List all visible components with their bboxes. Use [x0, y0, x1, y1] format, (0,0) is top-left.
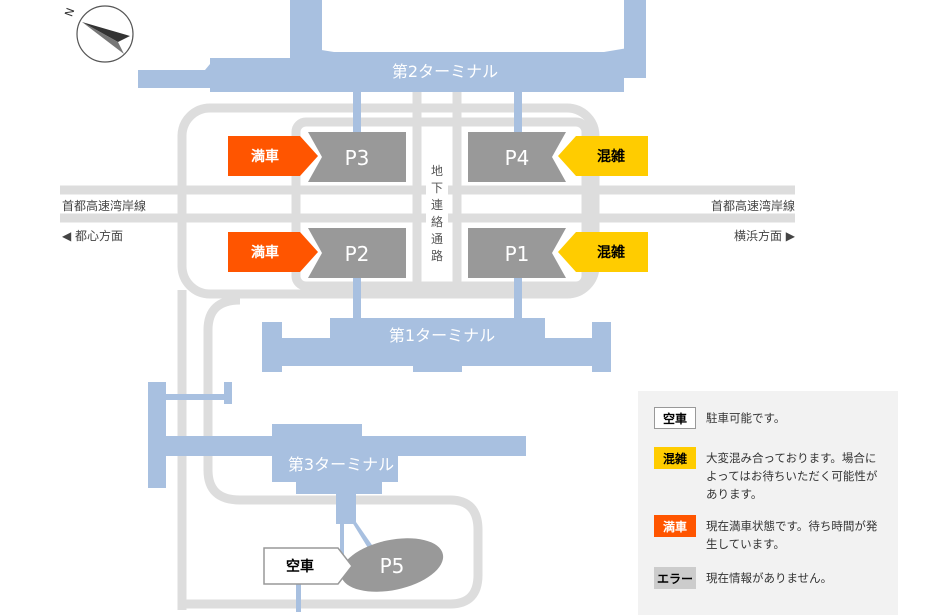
p3-lot-shape[interactable]	[308, 132, 406, 182]
legend-item-error: エラー 現在情報がありません。	[654, 567, 886, 589]
highway-name-left: 首都高速湾岸線	[62, 198, 146, 213]
direction-yokohama-label: 横浜方面 ▶	[734, 228, 796, 243]
passage-char: 通	[431, 232, 443, 246]
compass: N	[62, 5, 134, 63]
passage-char: 絡	[431, 214, 443, 229]
p1-status-text: 混雑	[597, 244, 625, 261]
p3-label: P3	[345, 146, 370, 170]
legend-text-full: 現在満車状態です。待ち時間が発生しています。	[706, 519, 878, 551]
t2-bridge-p3	[353, 92, 361, 132]
parking-p5[interactable]: P5 空車	[263, 530, 448, 601]
inner-loop-road	[291, 117, 591, 291]
direction-tokyo-label: ◀ 都心方面	[62, 228, 123, 243]
legend-badge-busy: 混雑	[654, 447, 696, 469]
p1-status-flag	[558, 232, 648, 272]
p2-label: P2	[345, 242, 370, 266]
passage-label-bg	[426, 160, 448, 260]
compass-needle-light	[82, 22, 124, 54]
t2-wing-right	[624, 0, 646, 52]
legend-text-busy: 大変混み合っております。場合によってはお待ちいただく可能性があります。	[706, 451, 878, 501]
passage-char: 地	[431, 164, 443, 178]
t3-bridge-right	[352, 522, 372, 548]
t1-building	[262, 318, 611, 372]
compass-needle-dark	[82, 22, 130, 42]
terminal-2-label: 第2ターミナル	[392, 62, 498, 81]
legend-text-empty: 駐車可能です。	[706, 411, 786, 425]
t3-south-link	[296, 584, 301, 612]
legend-item-busy: 混雑 大変混み合っております。場合によってはお待ちいただく可能性があります。	[654, 447, 886, 503]
t3-bridge	[336, 494, 356, 524]
terminal-3-label: 第3ターミナル	[288, 455, 394, 474]
terminal-1-label: 第1ターミナル	[389, 326, 495, 345]
t2-building	[210, 45, 646, 92]
parking-p2[interactable]: P2 満車	[228, 228, 406, 278]
compass-north-letter: N	[62, 6, 77, 18]
passage-char: 下	[431, 181, 443, 195]
parking-p3[interactable]: P3 満車	[228, 132, 406, 182]
p4-status-text: 混雑	[597, 148, 625, 165]
t2-wing-left	[290, 0, 322, 52]
t3-west-pier	[148, 382, 166, 488]
t1-bridge-p1	[514, 278, 522, 320]
p4-lot-shape[interactable]	[468, 132, 566, 182]
legend-text-error: 現在情報がありません。	[706, 571, 833, 585]
legend-item-empty: 空車 駐車可能です。	[654, 407, 886, 429]
p2-lot-shape[interactable]	[308, 228, 406, 278]
legend-badge-error: エラー	[654, 567, 696, 589]
t1-bridge-p2	[353, 278, 361, 320]
t3-pier-link	[166, 394, 224, 400]
legend-badge-empty: 空車	[654, 407, 696, 429]
parking-p1[interactable]: P1 混雑	[468, 228, 648, 278]
t3-building	[272, 424, 398, 494]
p5-label: P5	[380, 554, 405, 578]
t3-pier-tip	[224, 382, 232, 404]
t3-loop-road	[182, 295, 483, 609]
parking-p4[interactable]: P4 混雑	[468, 132, 648, 182]
t2-west-pier	[138, 58, 215, 88]
t2-bridge-p4	[514, 92, 522, 132]
p1-lot-shape[interactable]	[468, 228, 566, 278]
underground-passage-label: 地 下 連 絡 通 路	[426, 160, 448, 263]
p2-status-flag	[228, 232, 318, 272]
p3-status-flag	[228, 136, 318, 176]
legend-badge-full: 満車	[654, 515, 696, 537]
p3-status-text: 満車	[251, 148, 279, 165]
outer-loop-road	[177, 103, 600, 299]
passage-char: 連	[431, 198, 443, 212]
p4-label: P4	[505, 146, 530, 170]
p5-lot-shape[interactable]	[336, 530, 448, 601]
passage-char: 路	[431, 248, 443, 263]
p2-status-text: 満車	[251, 244, 279, 261]
highway-name-right: 首都高速湾岸線	[711, 198, 795, 213]
p5-status-flag	[263, 547, 353, 585]
legend-item-full: 満車 現在満車状態です。待ち時間が発生しています。	[654, 515, 886, 553]
p1-label: P1	[505, 242, 530, 266]
p4-status-flag	[558, 136, 648, 176]
status-legend: 空車 駐車可能です。 混雑 大変混み合っております。場合によってはお待ちいただく…	[638, 391, 898, 615]
terminals	[138, 0, 646, 612]
t3-bridge-left	[340, 522, 344, 560]
p5-status-text: 空車	[286, 558, 314, 575]
